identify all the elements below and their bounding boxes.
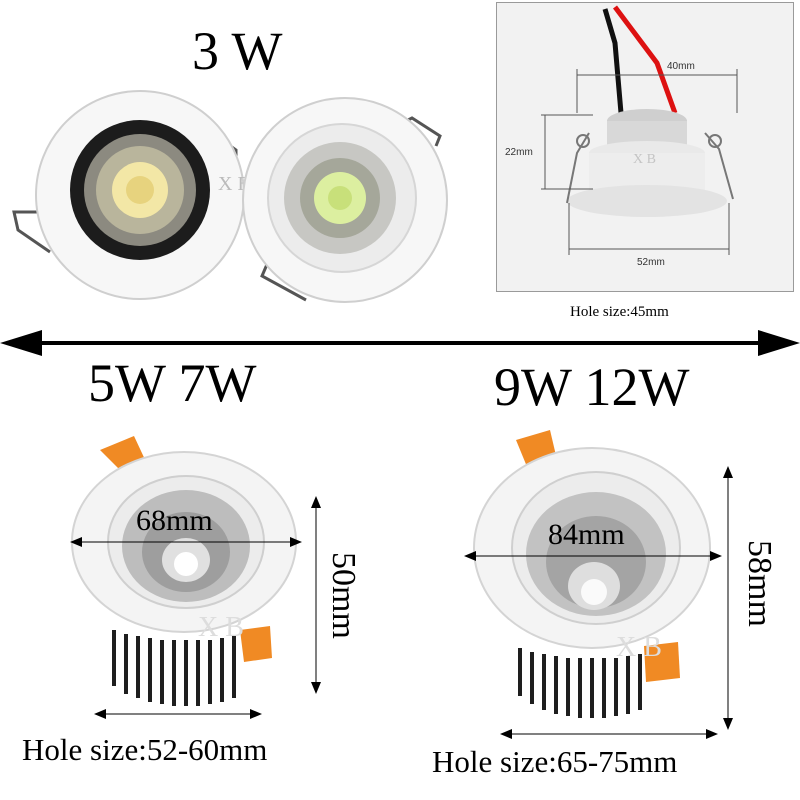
title-5w-7w: 5W 7W <box>88 353 257 413</box>
right-hole-line <box>500 729 718 739</box>
dim-label-50mm: 50mm <box>325 552 362 639</box>
right-watermark: X B <box>616 632 662 663</box>
title-3w: 3 W <box>192 21 283 81</box>
hole-size-5w-7w: Hole size:52-60mm <box>22 732 268 767</box>
dim-label-84mm: 84mm <box>548 518 625 551</box>
product-photo-3w-dimensions: X B 40mm 22mm 52mm <box>496 2 794 292</box>
downlight-3w-illustration: X B <box>12 90 448 303</box>
left-hole-line <box>94 709 262 719</box>
left-height-line <box>311 496 321 694</box>
dim-label-68mm: 68mm <box>136 504 213 537</box>
hole-size-3w: Hole size:45mm <box>570 304 669 320</box>
dim-label-58mm: 58mm <box>741 540 778 627</box>
dim-label-40mm: 40mm <box>667 61 695 72</box>
dim-label-22mm: 22mm <box>505 147 533 158</box>
divider-arrow <box>0 330 800 356</box>
dim-label-52mm: 52mm <box>637 257 665 268</box>
downlight-5w-7w-illustration: X B <box>70 436 302 706</box>
side-view-illustration: X B <box>541 5 738 255</box>
photo-watermark: X B <box>633 152 656 167</box>
left-watermark: X B <box>198 612 244 643</box>
right-height-line <box>723 466 733 730</box>
title-9w-12w: 9W 12W <box>494 357 690 417</box>
hole-size-9w-12w: Hole size:65-75mm <box>432 744 678 779</box>
downlight-9w-12w-illustration: X B <box>464 430 722 718</box>
